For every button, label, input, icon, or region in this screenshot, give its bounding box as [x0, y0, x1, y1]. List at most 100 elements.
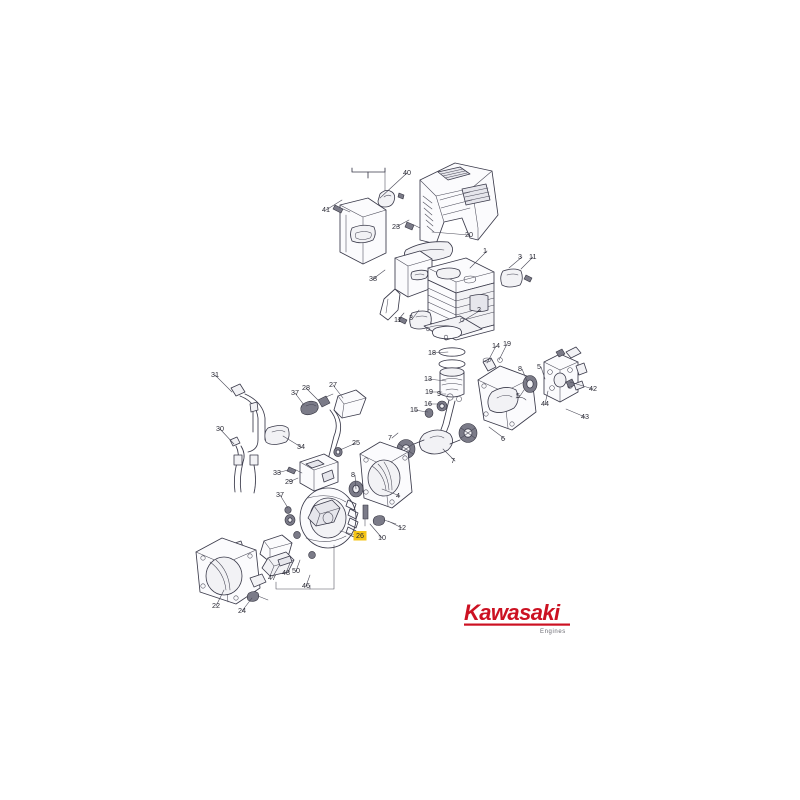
callout-43[interactable]: 43: [565, 408, 589, 421]
callout-number: 2: [477, 305, 481, 314]
callout-leader-line: [431, 351, 449, 354]
callout-number: 18: [428, 348, 436, 357]
callout-leader-line: [241, 597, 253, 612]
callout-leader-line: [469, 250, 488, 269]
callout-number: 30: [216, 424, 224, 433]
callout-leader-line: [442, 448, 456, 462]
callout-leader-line: [219, 428, 235, 445]
callout-number: 42: [589, 384, 597, 393]
callout-number: 31: [211, 370, 219, 379]
callout-30[interactable]: 30: [216, 424, 235, 445]
callout-40[interactable]: 40: [379, 168, 411, 199]
callout-number: 16: [424, 399, 432, 408]
callout-2[interactable]: 2: [458, 305, 482, 324]
callout-34[interactable]: 34: [282, 435, 305, 451]
callout-number: 22: [212, 601, 220, 610]
callout-leader-line: [339, 442, 357, 451]
callout-leader-line: [387, 520, 403, 529]
callout-number: 8: [351, 470, 355, 479]
callout-42[interactable]: 42: [569, 381, 597, 393]
callout-48[interactable]: 48: [282, 562, 291, 577]
callout-19[interactable]: 19: [498, 339, 511, 361]
callout-number: 3: [518, 252, 522, 261]
callout-41[interactable]: 41: [322, 199, 343, 214]
callout-5[interactable]: 5: [516, 389, 525, 400]
callout-33[interactable]: 33: [273, 468, 289, 477]
kawasaki-logo-svg: Kawasaki Engines: [464, 600, 570, 635]
callout-number: 46: [302, 581, 310, 590]
callout-37[interactable]: 37: [276, 490, 289, 509]
callout-24[interactable]: 24: [238, 597, 253, 615]
crankcase-cover-assembly: [543, 346, 588, 403]
callout-number: 26: [356, 531, 364, 540]
callout-number: 27: [329, 380, 337, 389]
callout-number: 7: [451, 456, 455, 465]
callout-leader-line: [305, 574, 311, 587]
callout-number: 40: [403, 168, 411, 177]
callout-50[interactable]: 50: [292, 559, 301, 575]
callout-16[interactable]: 16: [424, 399, 442, 408]
callout-9[interactable]: 9: [437, 389, 447, 398]
callout-number: 11: [394, 315, 401, 324]
callout-leader-line: [486, 345, 497, 364]
heat-shield-assembly: [379, 250, 433, 321]
callout-leader-line: [381, 488, 401, 497]
callout-14[interactable]: 14: [486, 341, 500, 364]
callout-number: 24: [238, 606, 246, 615]
callout-7[interactable]: 7: [388, 432, 399, 442]
callout-13[interactable]: 13: [424, 374, 447, 383]
callout-15[interactable]: 15: [410, 405, 429, 414]
callout-18[interactable]: 18: [428, 348, 449, 357]
callout-20[interactable]: 20: [431, 230, 473, 239]
callout-26[interactable]: 26: [339, 530, 367, 541]
callout-leader-line: [379, 172, 408, 199]
callout-number: 8: [518, 364, 522, 373]
callout-46[interactable]: 46: [302, 574, 311, 590]
callout-number: 11: [529, 252, 536, 261]
callout-number: 7: [388, 433, 392, 442]
ignition-wiring-assembly: [229, 383, 367, 514]
callout-leader-line: [569, 381, 594, 390]
callout-3[interactable]: 3: [508, 252, 523, 269]
callout-leader-line: [325, 199, 343, 211]
callout-8[interactable]: 8: [351, 470, 357, 490]
callout-10[interactable]: 10: [369, 523, 386, 542]
callout-leader-line: [279, 494, 289, 509]
callout-27[interactable]: 27: [329, 380, 344, 399]
crankcase-assembly: [477, 365, 537, 431]
callout-6[interactable]: 6: [488, 426, 506, 443]
callout-5[interactable]: 5: [537, 362, 546, 380]
callout-3[interactable]: 3: [409, 309, 420, 322]
callout-8[interactable]: 8: [518, 364, 528, 382]
callout-44[interactable]: 44: [541, 390, 549, 408]
callout-22[interactable]: 22: [212, 589, 225, 610]
callout-29[interactable]: 29: [285, 477, 299, 486]
callout-11[interactable]: 11: [394, 312, 405, 324]
callout-4[interactable]: 4: [381, 488, 401, 500]
kawasaki-logo: Kawasaki Engines: [462, 600, 574, 636]
callout-38[interactable]: 38: [369, 269, 386, 283]
callout-23[interactable]: 23: [392, 219, 410, 231]
callout-number: 1: [483, 246, 487, 255]
callout-number: 37: [276, 490, 284, 499]
callout-7[interactable]: 7: [442, 448, 456, 465]
callout-37[interactable]: 37: [291, 388, 305, 406]
callout-12[interactable]: 12: [387, 520, 406, 532]
callout-25[interactable]: 25: [339, 438, 360, 451]
callout-leader-line: [282, 435, 302, 448]
callout-number: 20: [465, 230, 473, 239]
callout-31[interactable]: 31: [211, 370, 233, 393]
callout-number: 19: [425, 387, 433, 396]
callout-number: 43: [581, 412, 589, 421]
callout-47[interactable]: 47: [268, 565, 280, 582]
callout-19[interactable]: 19: [425, 387, 443, 396]
callout-number: 25: [352, 438, 360, 447]
callout-28[interactable]: 28: [302, 383, 319, 401]
callout-1[interactable]: 1: [469, 246, 488, 269]
callout-leader-line: [413, 409, 429, 413]
callout-11[interactable]: 11: [520, 252, 536, 270]
callout-number: 14: [492, 341, 500, 350]
flywheel-fasteners: [362, 504, 397, 527]
